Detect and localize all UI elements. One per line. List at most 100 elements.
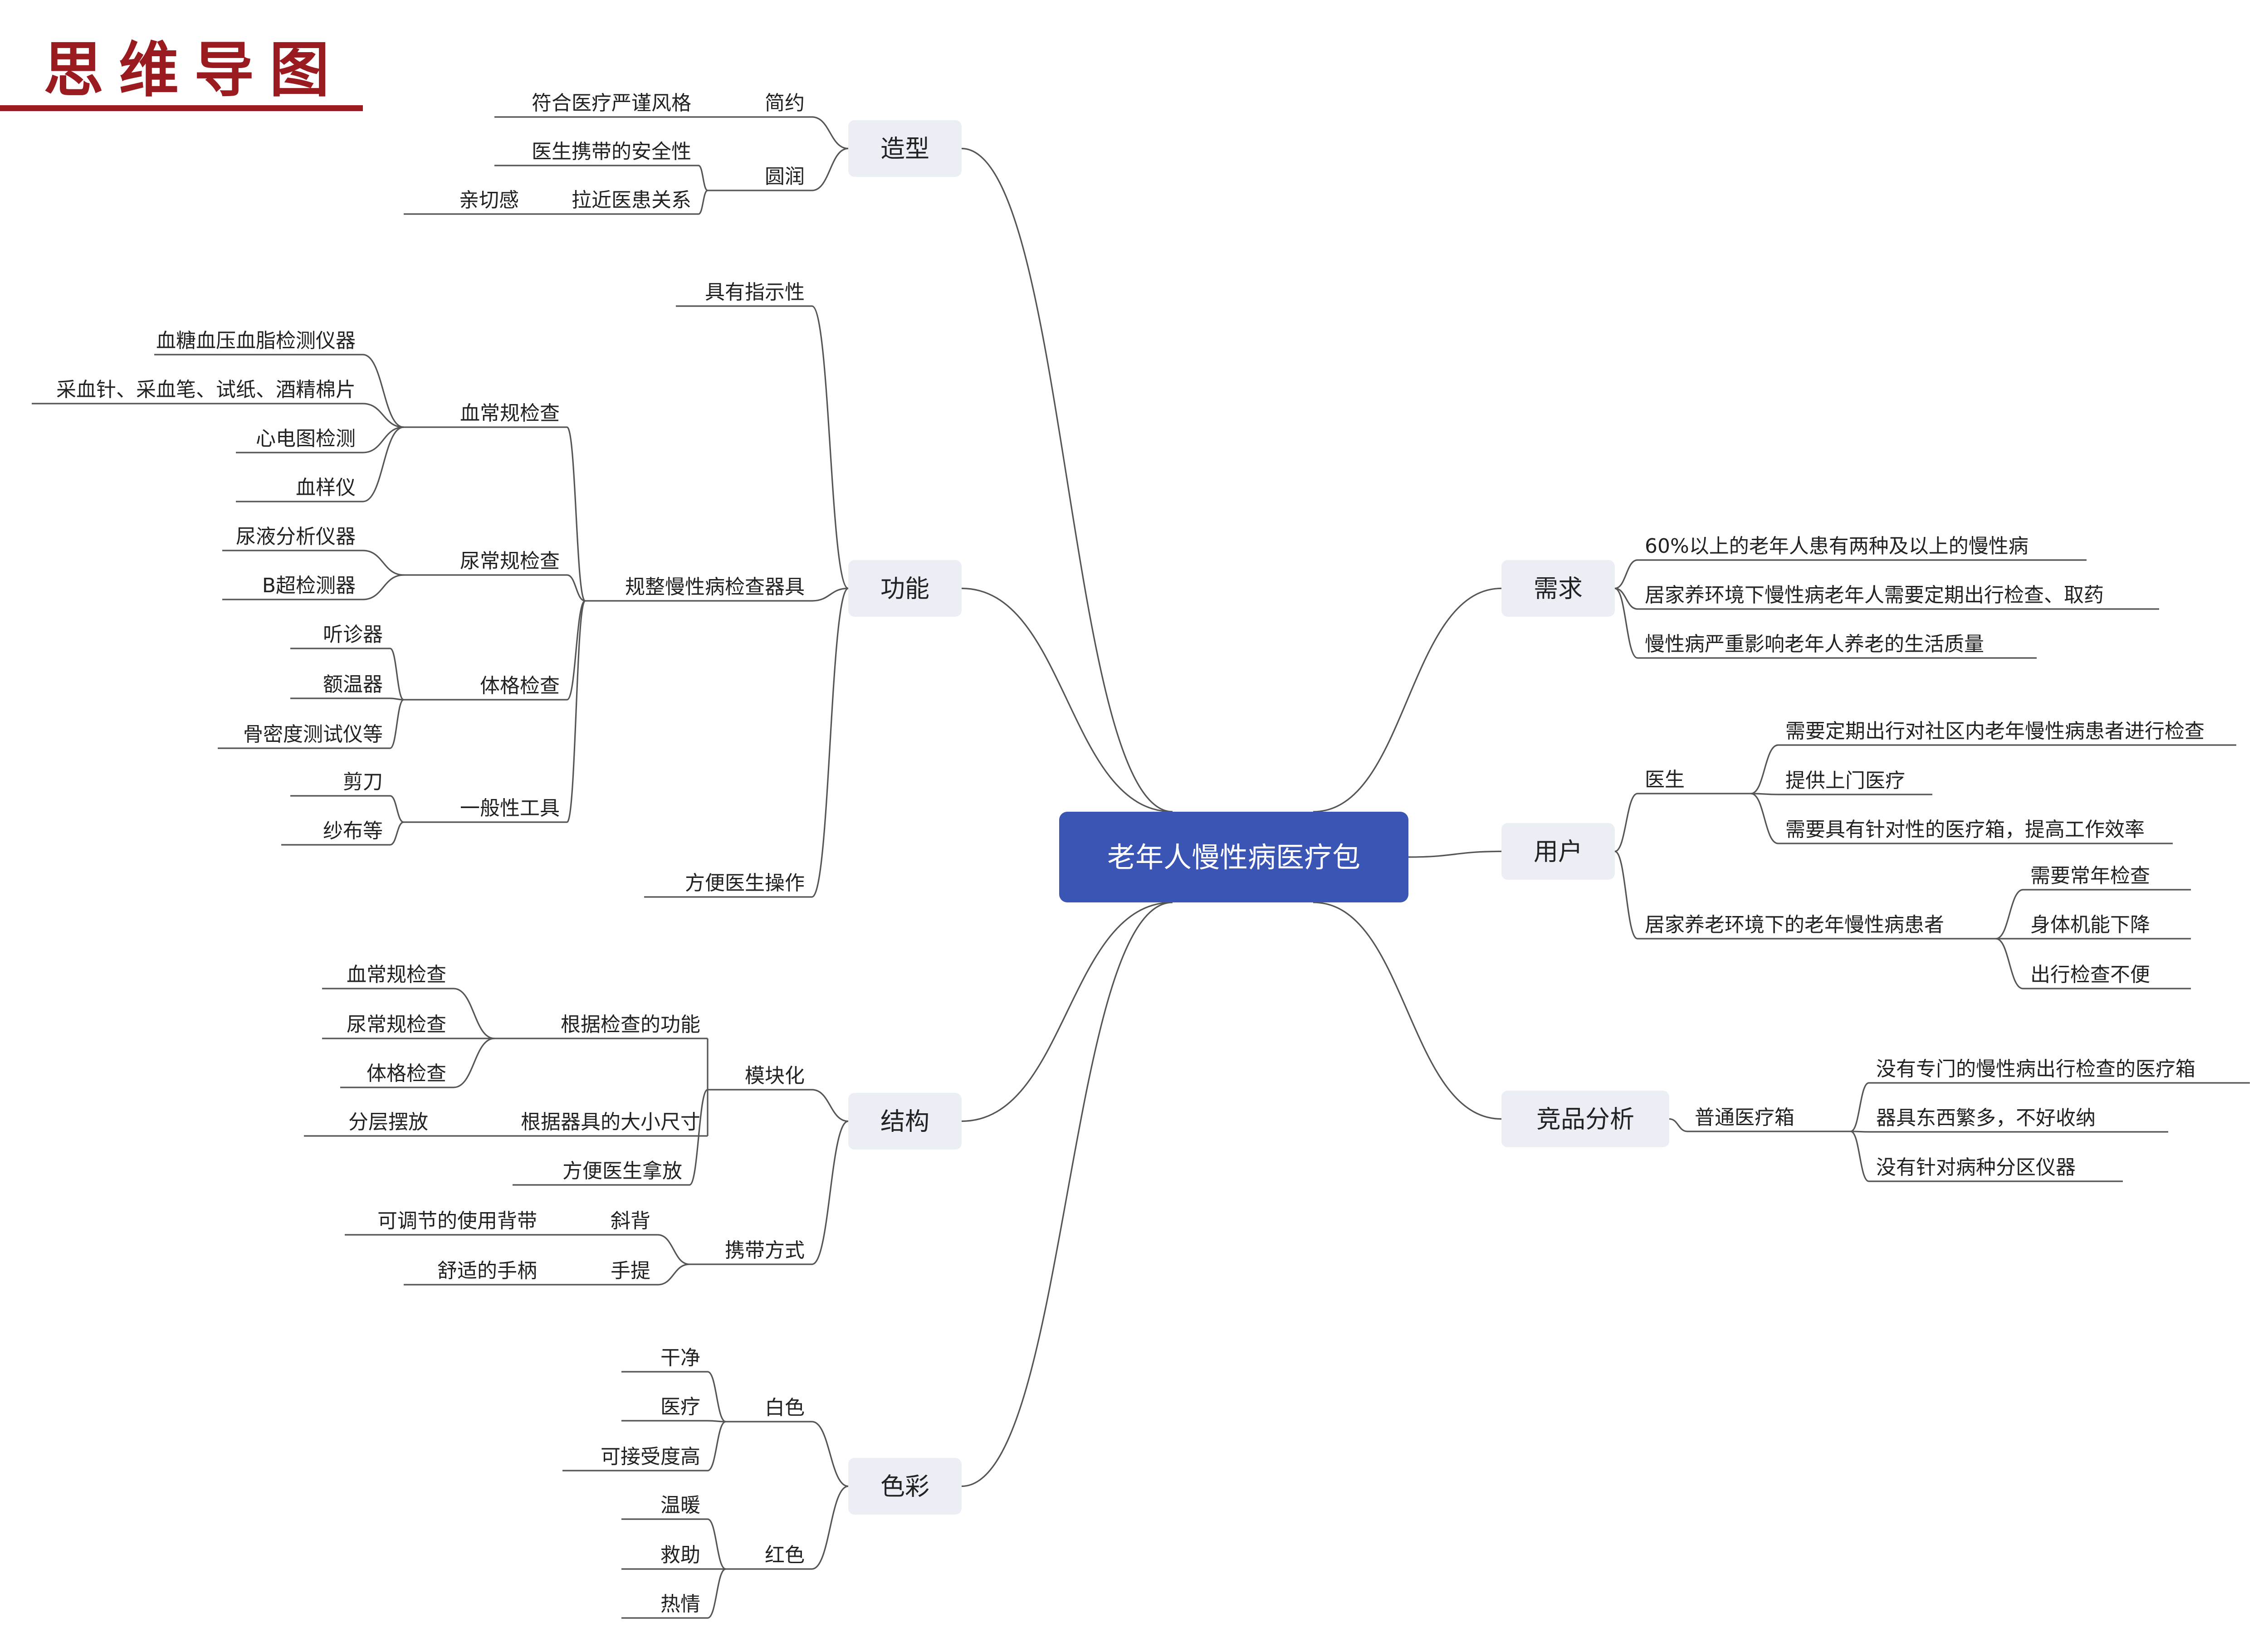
root-link-competitor [1313, 902, 1502, 1120]
root-link-structure [961, 902, 1173, 1122]
mind-map-nodes: 老年人慢性病医疗包造型功能结构色彩需求用户竞品分析简约符合医疗严谨风格圆润医生携… [56, 92, 2204, 1616]
root-link-shape [961, 147, 1173, 813]
node-function-1-1-link [567, 574, 586, 602]
branch-competitor [1501, 1091, 1669, 1147]
node-shape-1-0-link [698, 165, 708, 191]
node-function-1-2-2-link [390, 699, 404, 749]
branch-color [848, 1458, 962, 1515]
node-shape-1: 圆润 [765, 165, 805, 188]
node-function-1-0-link [566, 426, 586, 602]
node-function-1-0-0: 血糖血压血脂检测仪器 [156, 329, 356, 352]
node-function-1: 规整慢性病检查器具 [625, 575, 805, 599]
node-color-0-0: 干净 [660, 1346, 700, 1369]
node-structure-0-2: 方便医生拿放 [562, 1160, 682, 1183]
root-link-function [961, 587, 1173, 813]
node-function-1-2-0-link [390, 648, 404, 701]
node-shape-1-1-0: 亲切感 [459, 189, 519, 212]
node-structure-1-1: 手提 [611, 1259, 650, 1282]
root-node-label: 老年人慢性病医疗包 [1107, 841, 1360, 874]
node-function-1-2-2: 骨密度测试仪等 [243, 723, 383, 746]
node-structure-0-1: 根据器具的大小尺寸 [521, 1111, 700, 1134]
branch-function [848, 560, 962, 617]
node-structure-1-1-link [657, 1263, 690, 1286]
node-structure-1-0-link [657, 1234, 690, 1265]
node-function-1-0-3-link [362, 426, 404, 502]
node-user-0-0-link [1750, 744, 1779, 794]
node-function-1-1: 尿常规检查 [460, 550, 560, 573]
branch-shape [848, 120, 962, 177]
node-color-1-1: 救助 [660, 1544, 700, 1567]
node-function-0-link [811, 305, 849, 590]
node-competitor-0-2: 没有针对病种分区仪器 [1876, 1156, 2076, 1179]
node-function-2: 方便医生操作 [685, 872, 805, 895]
branch-demand [1501, 560, 1615, 617]
node-function-1-3-0-link [390, 795, 404, 823]
branch-user-label: 用户 [1534, 838, 1583, 866]
root-node [1059, 812, 1408, 902]
node-function-1-1-1-link [362, 574, 404, 600]
node-function-1-0-1: 采血针、采血笔、试纸、酒精棉片 [56, 378, 356, 401]
node-structure-0-0-2-link [453, 1038, 495, 1088]
node-function-1-1-0-link [362, 550, 404, 576]
node-structure-0-link [811, 1089, 849, 1122]
branch-demand-label: 需求 [1534, 575, 1583, 603]
node-demand-0: 60%以上的老年人患有两种及以上的慢性病 [1645, 535, 2028, 558]
node-user-0: 医生 [1645, 768, 1685, 791]
node-structure-0-0-0-link [453, 988, 495, 1039]
node-function-1-1-1: B超检测器 [262, 574, 356, 597]
node-function-1-0-2-link [362, 426, 404, 453]
node-structure-0-0-1: 尿常规检查 [347, 1013, 446, 1036]
node-user-1-2: 出行检查不便 [2030, 963, 2150, 986]
root-link-user [1408, 850, 1502, 858]
node-color-0-1-link [707, 1420, 726, 1423]
branch-function-label: 功能 [880, 575, 929, 603]
node-demand-1-link [1614, 587, 1638, 610]
node-competitor-0-1-link [1850, 1131, 1869, 1133]
node-structure-0-0: 根据检查的功能 [561, 1013, 700, 1036]
node-color-1: 红色 [765, 1544, 805, 1567]
node-structure-0-2-link [689, 1089, 708, 1186]
node-shape-0-link [811, 116, 849, 150]
node-demand-0-link [1614, 559, 1638, 590]
node-function-1-2-link [567, 600, 586, 701]
node-function-1-3: 一般性工具 [460, 797, 560, 820]
node-function-1-0-3: 血样仪 [296, 476, 356, 499]
node-color-1-2-link [707, 1568, 726, 1619]
node-user-1: 居家养老环境下的老年慢性病患者 [1645, 913, 1944, 936]
node-competitor-0-2-link [1850, 1131, 1869, 1182]
page-heading: 思维导图 [44, 35, 345, 105]
node-user-0-2-link [1750, 793, 1779, 844]
node-color-0-0-link [707, 1371, 726, 1423]
node-color-0-2: 可接受度高 [601, 1445, 700, 1468]
node-color-0-2-link [707, 1421, 726, 1472]
node-user-1-1: 身体机能下降 [2030, 913, 2150, 936]
node-shape-0: 简约 [765, 92, 805, 115]
node-competitor-0-0-link [1850, 1082, 1869, 1132]
node-shape-1-1-link [698, 190, 708, 215]
mind-map-links [32, 116, 2250, 1619]
node-structure-0: 模块化 [745, 1064, 805, 1087]
node-structure-1-0-0: 可调节的使用背带 [377, 1209, 537, 1233]
branch-shape-label: 造型 [880, 135, 929, 163]
node-user-1-link [1614, 850, 1638, 940]
node-shape-1-0: 医生携带的安全性 [532, 140, 691, 163]
node-color-0-1: 医疗 [660, 1395, 700, 1418]
node-function-2-link [811, 587, 849, 898]
node-function-1-1-0: 尿液分析仪器 [236, 525, 356, 548]
node-user-0-2: 需要具有针对性的医疗箱，提高工作效率 [1785, 818, 2145, 841]
node-user-1-2-link [1995, 938, 2024, 989]
node-color-0-link [811, 1421, 849, 1487]
node-user-1-0-link [1995, 889, 2024, 940]
node-user-0-0: 需要定期出行对社区内老年慢性病患者进行检查 [1785, 720, 2204, 743]
node-function-1-0-0-link [362, 354, 404, 428]
node-competitor-0-0: 没有专门的慢性病出行检查的医疗箱 [1876, 1057, 2195, 1081]
node-demand-2-link [1614, 587, 1638, 659]
node-shape-1-link [811, 147, 849, 191]
node-structure-1-link [811, 1120, 849, 1265]
branch-competitor-label: 竞品分析 [1536, 1105, 1634, 1134]
node-function-1-0-2: 心电图检测 [256, 427, 356, 450]
node-structure-1-1-0: 舒适的手柄 [437, 1259, 537, 1282]
root-link-color [961, 902, 1173, 1487]
node-shape-1-1: 拉近医患关系 [572, 189, 691, 212]
node-function-1-0: 血常规检查 [460, 402, 560, 425]
